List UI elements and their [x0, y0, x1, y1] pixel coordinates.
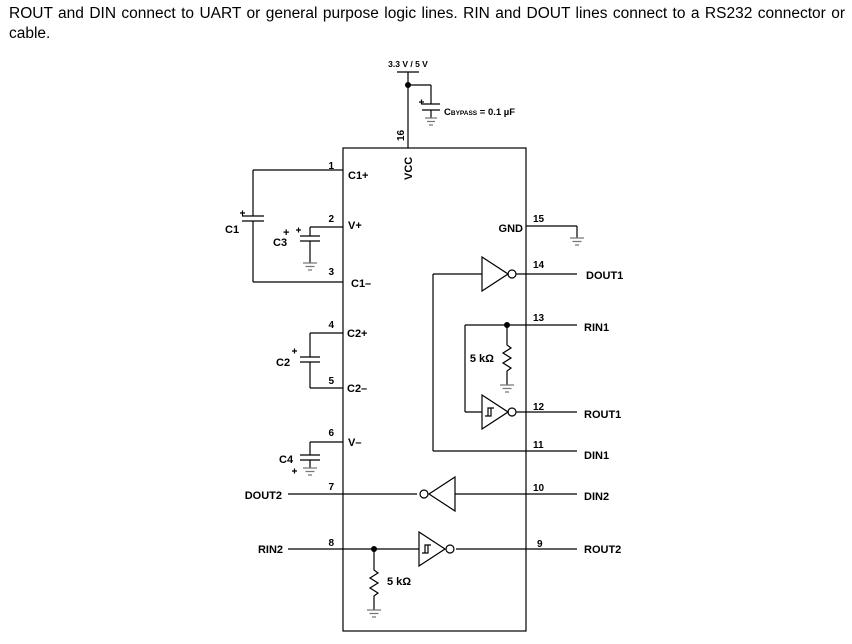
receiver-1	[481, 393, 510, 431]
receiver-1-bubble	[507, 407, 517, 417]
pin-4-name: C2+	[347, 328, 368, 340]
driver-2-bubble	[419, 489, 429, 499]
ic-body	[342, 147, 527, 632]
supply-wire	[397, 71, 440, 148]
caption-text: ROUT and DIN connect to UART or general …	[9, 5, 845, 42]
supply-label: 3.3 V / 5 V	[388, 59, 428, 69]
c1-label: C1	[225, 224, 239, 236]
c3-label: C3	[273, 237, 287, 249]
dout1-wire	[432, 273, 577, 452]
resistor-1-label: 5 kΩ	[470, 353, 494, 365]
rout2-label: ROUT2	[584, 544, 621, 556]
bypass-plus	[419, 99, 424, 105]
driver-2	[427, 475, 456, 513]
pin-1-name: C1+	[348, 170, 369, 182]
pin-6-number: 6	[328, 428, 334, 439]
gnd-wire	[526, 225, 578, 238]
pin-2-name: V+	[348, 220, 362, 232]
pin-3-number: 3	[328, 267, 334, 278]
dout1-label: DOUT1	[586, 270, 623, 282]
c4-label: C4	[279, 454, 294, 466]
driver-1	[481, 255, 510, 293]
pin-12-number: 12	[533, 402, 545, 413]
rin1-wire	[464, 324, 577, 413]
receiver-2-bubble	[445, 544, 455, 554]
c2-wiring	[292, 332, 343, 389]
c3-polarity-mark: +	[283, 227, 289, 239]
rin2-label: RIN2	[258, 544, 283, 556]
pin-1-number: 1	[328, 161, 334, 172]
driver-1-bubble	[507, 269, 517, 279]
din1-label: DIN1	[584, 450, 609, 462]
resistor-1-ground-icon	[500, 384, 514, 393]
dout2-label: DOUT2	[245, 490, 282, 502]
pin-7-number: 7	[328, 482, 334, 493]
schmitt-icon	[422, 544, 431, 554]
resistor-2-label: 5 kΩ	[387, 576, 411, 588]
pin-10-number: 10	[533, 483, 545, 494]
pin-5-name: C2–	[347, 383, 367, 395]
bypass-capacitor-label: CBYPASS = 0.1 µF	[444, 107, 515, 118]
pin-3-name: C1–	[351, 278, 371, 290]
resistor-2-ground-icon	[367, 609, 381, 618]
c3-ground-icon	[303, 262, 317, 271]
pin-11-number: 11	[533, 440, 544, 451]
receiver-2	[418, 530, 447, 568]
vcc-pin-label: VCC	[403, 157, 415, 180]
pin-13-number: 13	[533, 313, 545, 324]
resistor-2	[368, 549, 380, 610]
pin-2-number: 2	[328, 214, 334, 225]
pin-14-number: 14	[533, 260, 545, 271]
pin-6-name: V–	[348, 437, 361, 449]
din2-label: DIN2	[584, 491, 609, 503]
pin-9-number: 9	[537, 539, 543, 550]
vcc-pin-number: 16	[396, 129, 407, 141]
pin-8-number: 8	[328, 538, 334, 549]
gnd-pin-label: GND	[499, 223, 524, 235]
c3-wiring	[296, 226, 343, 263]
c1-wiring	[240, 169, 343, 283]
schmitt-icon	[485, 407, 494, 417]
c4-ground-icon	[303, 467, 317, 476]
supply-junction	[405, 82, 411, 88]
rin1-label: RIN1	[584, 322, 609, 334]
gnd-ground-icon	[570, 237, 584, 246]
pin-5-number: 5	[328, 376, 334, 387]
pin-4-number: 4	[328, 320, 334, 331]
pin-15-number: 15	[533, 214, 545, 225]
rout1-label: ROUT1	[584, 409, 621, 421]
c2-label: C2	[276, 357, 290, 369]
c4-wiring	[292, 441, 343, 474]
resistor-1	[501, 325, 513, 385]
bypass-ground-icon	[425, 117, 437, 126]
